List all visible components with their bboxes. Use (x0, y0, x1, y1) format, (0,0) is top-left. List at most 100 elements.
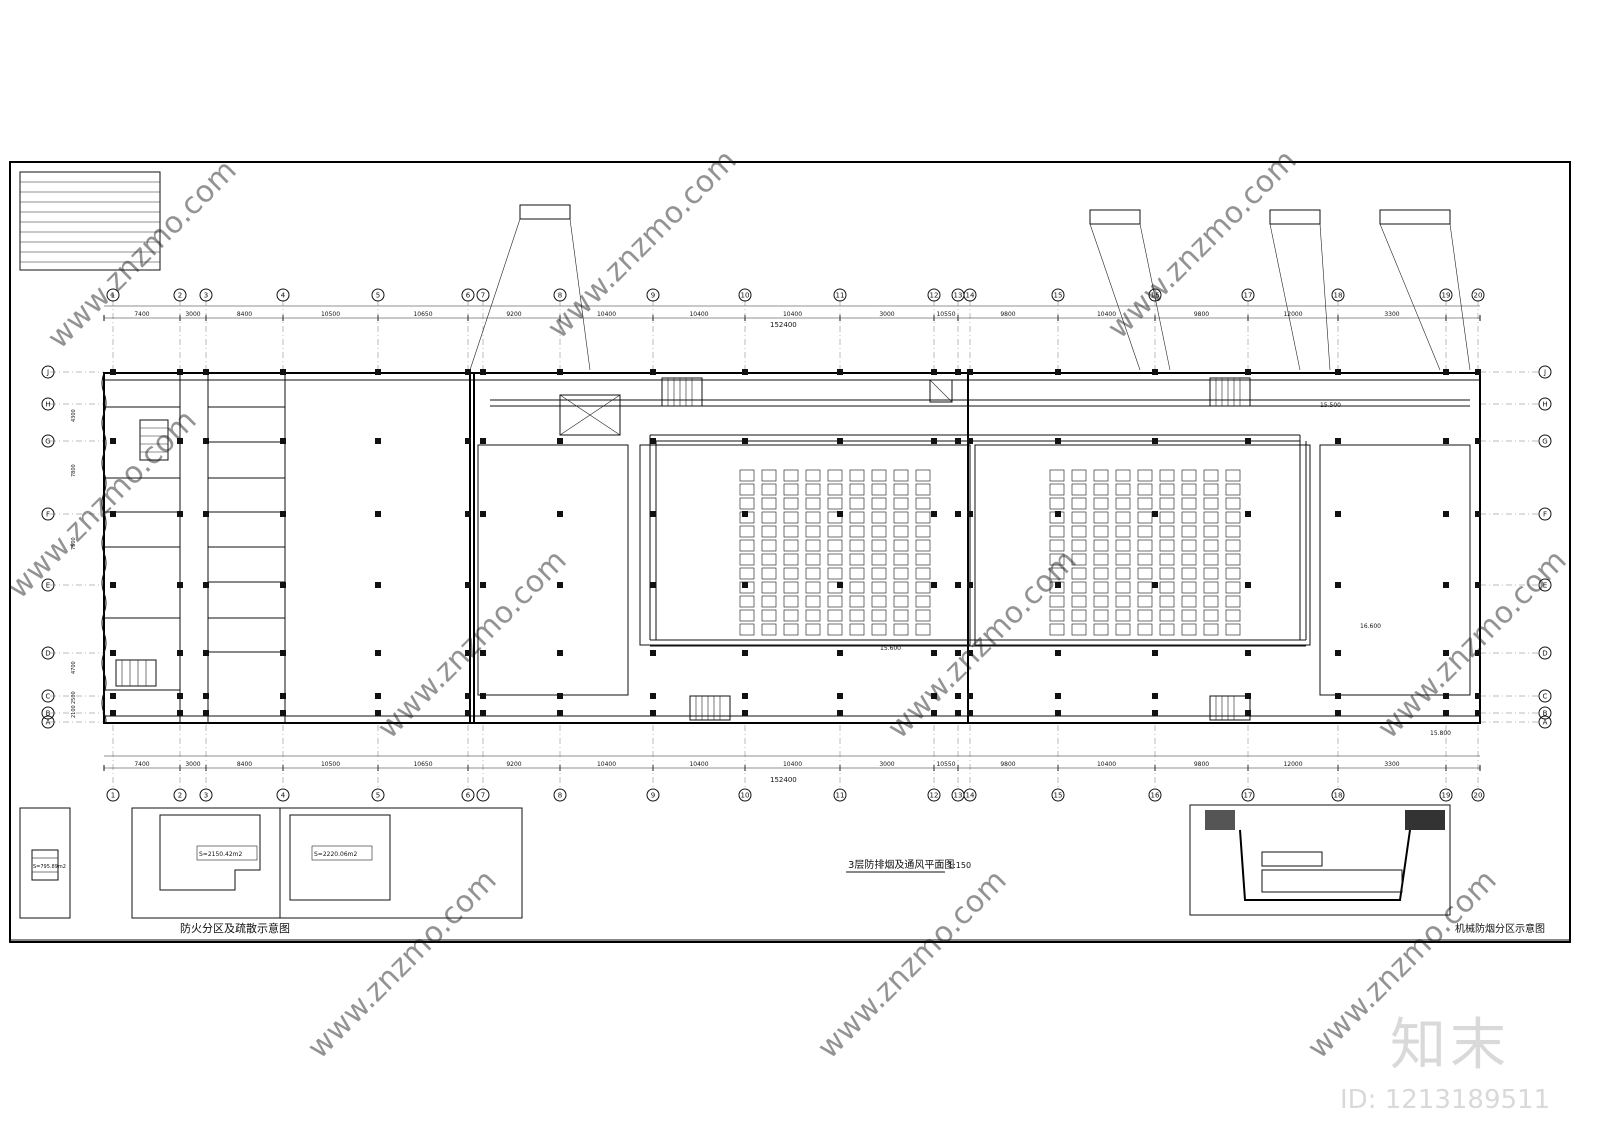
axis-label-bottom-9: 9 (651, 792, 655, 800)
axis-bubble-top-14 (963, 288, 977, 302)
row-label-left-B: B (46, 710, 51, 718)
axis-bubble-bottom-19 (1439, 788, 1453, 802)
axis-label-top-2: 2 (178, 292, 182, 300)
storage-racks (739, 469, 1241, 636)
small-zone-area: S=795.89m2 (33, 864, 66, 870)
axis-label-top-19: 19 (1442, 292, 1451, 300)
axis-label-top-17: 17 (1244, 292, 1253, 300)
bay-dimension-16: 3300 (1384, 311, 1399, 318)
bay-dimension-9: 10400 (783, 311, 802, 318)
axis-label-top-13: 13 (954, 292, 963, 300)
axis-label-bottom-10: 10 (741, 792, 750, 800)
axis-bubble-bottom-18 (1331, 788, 1345, 802)
axis-bubble-bottom-16 (1148, 788, 1162, 802)
axis-bubble-bottom-1 (106, 788, 120, 802)
row-bubble-left-A (41, 715, 55, 729)
axis-label-top-4: 4 (281, 292, 286, 300)
axis-label-top-6: 6 (466, 292, 471, 300)
smoke-zone-inset (1189, 804, 1451, 916)
axis-label-top-7: 7 (481, 292, 485, 300)
axis-label-top-5: 5 (376, 292, 380, 300)
bay-dimension-15: 12000 (1283, 761, 1302, 768)
bay-dimension-3: 8400 (237, 761, 252, 768)
axis-label-top-10: 10 (741, 292, 750, 300)
row-label-right-B: B (1543, 710, 1548, 718)
row-dimension-4: 4700 (71, 661, 77, 674)
row-bubble-right-H (1538, 397, 1552, 411)
axis-label-top-15: 15 (1054, 292, 1063, 300)
row-label-left-D: D (45, 650, 50, 658)
bay-dimension-10: 3000 (879, 311, 894, 318)
row-bubble-right-D (1538, 646, 1552, 660)
brand-logo: 知末 (1390, 1013, 1510, 1078)
svg-text:www.znzmo.com: www.znzmo.com (41, 153, 244, 356)
row-bubble-right-G (1538, 434, 1552, 448)
row-bubble-right-B (1538, 706, 1552, 720)
drawing-scale: 1:150 (948, 861, 971, 870)
axis-bubble-top-18 (1331, 288, 1345, 302)
axis-bubble-top-4 (276, 288, 290, 302)
row-dimension-3: 7500 (71, 537, 77, 550)
axis-bubble-bottom-4 (276, 788, 290, 802)
row-dimension-6: 2100 (71, 705, 77, 718)
axis-bubble-top-6 (461, 288, 475, 302)
axis-label-top-9: 9 (651, 292, 655, 300)
row-bubble-left-E (41, 578, 55, 592)
elevation-label-1: 15.500 (1320, 402, 1341, 409)
elevation-label-3: 16.600 (1360, 623, 1381, 630)
bay-dimension-14: 9800 (1194, 761, 1209, 768)
bay-dimension-12: 9800 (1000, 311, 1015, 318)
row-bubble-left-F (41, 507, 55, 521)
svg-text:www.znzmo.com: www.znzmo.com (881, 543, 1084, 746)
axis-label-bottom-4: 4 (281, 792, 286, 800)
axis-bubble-top-12 (927, 288, 941, 302)
fire-zone-area-2: S=2220.06m2 (314, 851, 357, 858)
axis-label-bottom-8: 8 (558, 792, 562, 800)
axis-label-bottom-16: 16 (1151, 792, 1160, 800)
axis-bubble-bottom-8 (553, 788, 567, 802)
axis-bubble-top-9 (646, 288, 660, 302)
row-label-right-H: H (1542, 401, 1547, 409)
bay-dimension-4: 10500 (321, 311, 340, 318)
ductwork (490, 379, 1470, 647)
row-label-right-F: F (1543, 511, 1547, 519)
row-label-right-D: D (1542, 650, 1547, 658)
bay-dimension-3: 8400 (237, 311, 252, 318)
total-dimension-bottom: 152400 (770, 776, 797, 784)
row-label-right-E: E (1543, 582, 1547, 590)
elevation-label-4: 15.800 (1430, 730, 1451, 737)
axis-bubble-bottom-17 (1241, 788, 1255, 802)
sheet-frame (9, 161, 1571, 943)
elevation-label-2: 15.600 (880, 645, 901, 652)
axis-bubble-top-7 (476, 288, 490, 302)
smoke-zone-caption: 机械防烟分区示意图 (1455, 922, 1545, 935)
row-label-right-C: C (1543, 693, 1548, 701)
axis-label-top-16: 16 (1151, 292, 1160, 300)
row-bubble-left-G (41, 434, 55, 448)
axis-bubble-bottom-2 (173, 788, 187, 802)
row-bubble-right-J (1538, 365, 1552, 379)
axis-label-bottom-13: 13 (954, 792, 963, 800)
row-dimension-2: 7800 (71, 464, 77, 477)
axis-bubble-bottom-14 (963, 788, 977, 802)
svg-text:www.znzmo.com: www.znzmo.com (301, 863, 504, 1066)
axis-label-top-1: 1 (111, 292, 115, 300)
axis-bubble-bottom-11 (833, 788, 847, 802)
svg-text:www.znzmo.com: www.znzmo.com (541, 143, 744, 346)
bay-dimension-1: 7400 (134, 761, 149, 768)
axis-bubble-top-8 (553, 288, 567, 302)
axis-grid: 1122334455667788991010111112121313141415… (41, 288, 1552, 802)
bay-dimension-14: 9800 (1194, 311, 1209, 318)
axis-label-top-3: 3 (204, 292, 208, 300)
row-bubble-left-J (41, 365, 55, 379)
row-label-right-J: J (1543, 369, 1546, 377)
bay-dimension-2: 3000 (185, 761, 200, 768)
axis-bubble-bottom-6 (461, 788, 475, 802)
axis-label-top-14: 14 (966, 292, 975, 300)
axis-bubble-bottom-20 (1471, 788, 1485, 802)
axis-bubble-top-2 (173, 288, 187, 302)
axis-bubble-bottom-5 (371, 788, 385, 802)
bay-dimension-12: 9800 (1000, 761, 1015, 768)
